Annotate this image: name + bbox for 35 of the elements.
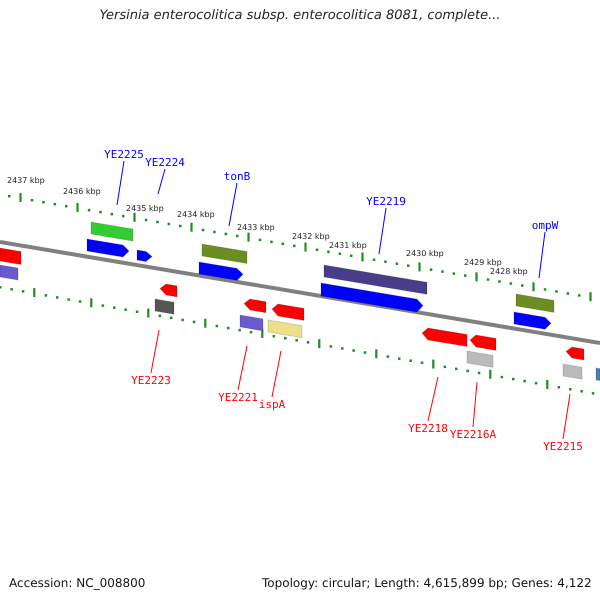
scale-label: 2433 kbp	[237, 223, 275, 232]
leader-line	[472, 382, 478, 428]
scale-label: 2431 kbp	[329, 241, 367, 250]
gene-label: YE2219	[366, 195, 406, 208]
leader-line	[562, 394, 570, 440]
leader-line	[228, 182, 238, 226]
leader-line	[272, 350, 282, 398]
gene-label: YE2221	[218, 391, 258, 404]
title: Yersinia enterocolitica subsp. enterocolitica 8081, complete...	[98, 8, 502, 23]
gene-label: YE2218	[408, 422, 448, 435]
scale-label: 2429 kbp	[464, 258, 502, 267]
gene-label: ompW	[532, 219, 558, 232]
footer-text: Topology: circular; Length: 4,615,899 bp; Genes: 4,122	[262, 576, 592, 590]
leader-line	[538, 232, 546, 278]
scale-label: 2430 kbp	[406, 249, 444, 258]
scale-label: 2437 kbp	[7, 176, 45, 185]
leader-line	[428, 376, 438, 422]
gene-label: YE2216A	[450, 428, 496, 441]
leader-line	[150, 330, 160, 374]
gene-label: YE2215	[543, 440, 583, 453]
leader-line	[238, 346, 248, 390]
gene-label: YE2225	[104, 148, 144, 161]
scale-label: 2428 kbp	[490, 267, 528, 276]
scale-label: 2432 kbp	[292, 232, 330, 241]
leader-line	[378, 208, 386, 254]
gene-label: YE2223	[131, 374, 171, 387]
footer-text: Accession: NC_008800	[9, 576, 146, 590]
scale-label: 2436 kbp	[63, 187, 101, 196]
scale-label: 2434 kbp	[177, 210, 215, 219]
gene-label: ispA	[258, 398, 286, 411]
gene-label: tonB	[224, 170, 250, 183]
scale-label: 2435 kbp	[126, 204, 164, 213]
leader-line	[116, 160, 124, 206]
gene-label: YE2224	[145, 156, 185, 169]
leader-line	[158, 168, 166, 194]
